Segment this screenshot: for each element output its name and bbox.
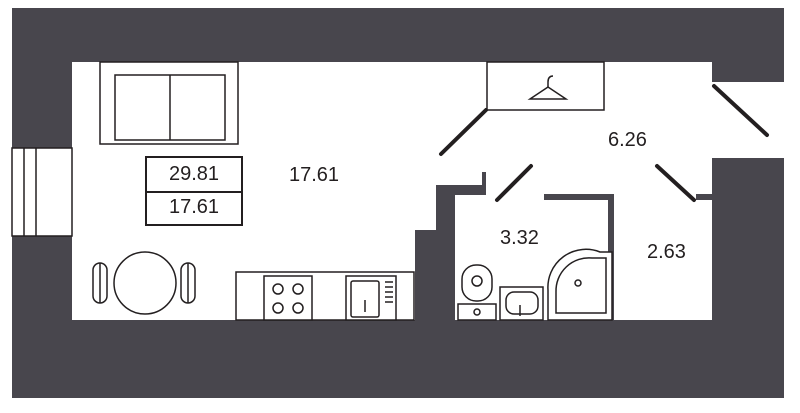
area-summary-box: 29.81 17.61 <box>145 156 243 226</box>
bathroom-door <box>495 164 533 202</box>
wardrobe-hanger-icon <box>486 61 605 111</box>
shower-icon <box>547 248 613 321</box>
kitchen-counter <box>235 271 415 321</box>
washbasin-icon <box>499 286 544 321</box>
balcony-door <box>712 84 769 137</box>
hallway-area-label: 6.26 <box>608 129 647 151</box>
living-room-area-label: 17.61 <box>289 164 340 186</box>
sofa-icon <box>99 61 239 145</box>
window-icon <box>11 147 73 237</box>
living-area-value: 17.61 <box>168 196 220 218</box>
kitchen-sink-icon <box>345 275 397 321</box>
interior-walls <box>415 158 784 320</box>
total-area-value: 29.81 <box>147 158 241 193</box>
storage-door <box>655 164 696 202</box>
entry-door <box>439 108 488 156</box>
door-leaves <box>439 84 769 202</box>
bathroom-area-label: 3.32 <box>500 227 539 249</box>
storage-area-label: 2.63 <box>647 241 686 263</box>
toilet-icon <box>457 264 497 321</box>
stove-icon <box>263 275 313 321</box>
dining-table-icon <box>92 251 196 315</box>
